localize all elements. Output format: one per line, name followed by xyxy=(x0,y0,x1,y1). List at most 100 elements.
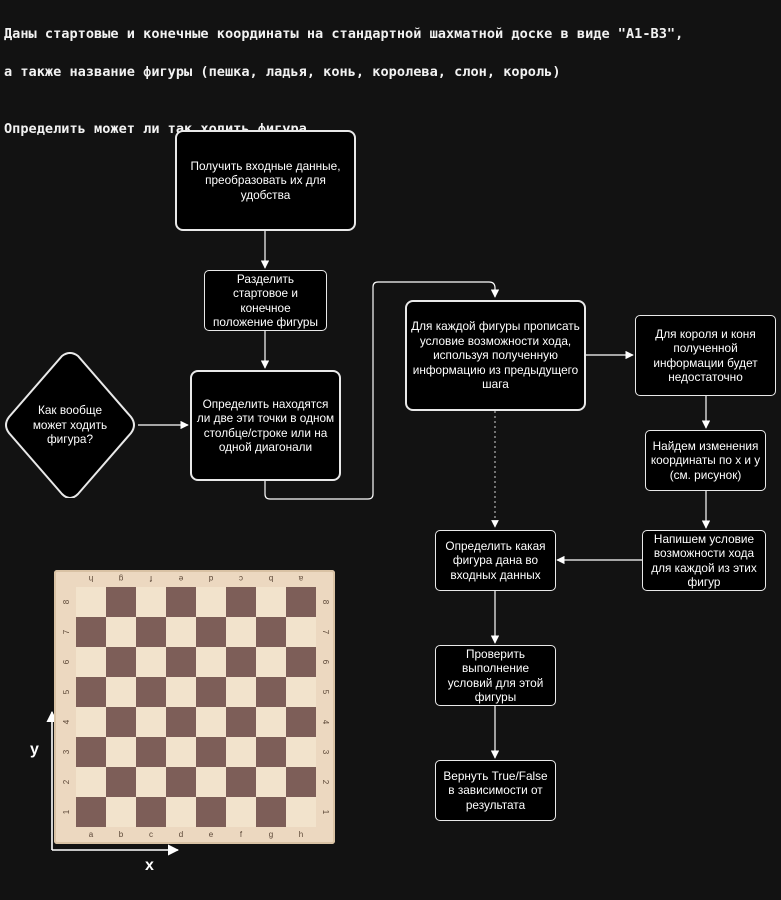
board-square-f5 xyxy=(226,677,256,707)
board-square-c8 xyxy=(136,587,166,617)
node-return-result: Вернуть True/False в зависимости от резу… xyxy=(435,760,556,821)
file-label-bottom: b xyxy=(118,830,124,839)
board-grid xyxy=(76,587,316,827)
board-square-b5 xyxy=(106,677,136,707)
board-square-c4 xyxy=(136,707,166,737)
node-write-condition-each: Напишем условие возможности хода для каж… xyxy=(642,530,766,591)
diamond-shape xyxy=(5,352,135,498)
board-square-f3 xyxy=(226,737,256,767)
file-label-bottom: g xyxy=(268,830,274,839)
board-square-f8 xyxy=(226,587,256,617)
board-square-a7 xyxy=(76,617,106,647)
x-axis-label: x xyxy=(145,857,154,874)
rank-label-right: 8 xyxy=(321,599,330,605)
board-square-a2 xyxy=(76,767,106,797)
statement-line-2: а также название фигуры (пешка, ладья, к… xyxy=(4,64,561,80)
board-square-d2 xyxy=(166,767,196,797)
board-square-e1 xyxy=(196,797,226,827)
board-square-d6 xyxy=(166,647,196,677)
board-square-g2 xyxy=(256,767,286,797)
node-how-pieces-move: Как вообще может ходить фигура? xyxy=(3,352,137,498)
task-statement: Даны стартовые и конечные координаты на … xyxy=(4,6,774,158)
node-split-positions: Разделить стартовое и конечное положение… xyxy=(204,270,327,331)
board-square-b6 xyxy=(106,647,136,677)
board-square-f2 xyxy=(226,767,256,797)
node-check-line-diagonal: Определить находятся ли две эти точки в … xyxy=(190,370,341,481)
board-square-h5 xyxy=(286,677,316,707)
board-square-c5 xyxy=(136,677,166,707)
rank-label-right: 4 xyxy=(321,719,330,725)
board-square-d8 xyxy=(166,587,196,617)
file-label-top: h xyxy=(88,574,94,583)
board-square-f4 xyxy=(226,707,256,737)
rank-label-right: 7 xyxy=(321,629,330,635)
rank-label-right: 1 xyxy=(321,809,330,815)
rank-label-left: 4 xyxy=(62,719,71,725)
rank-label-left: 5 xyxy=(62,689,71,695)
board-square-g4 xyxy=(256,707,286,737)
board-square-b3 xyxy=(106,737,136,767)
board-square-c6 xyxy=(136,647,166,677)
board-square-e6 xyxy=(196,647,226,677)
file-label-bottom: c xyxy=(149,830,153,839)
board-square-g3 xyxy=(256,737,286,767)
node-write-conditions: Для каждой фигуры прописать условие возм… xyxy=(405,300,586,411)
board-square-e3 xyxy=(196,737,226,767)
file-label-bottom: a xyxy=(88,830,94,839)
board-square-b4 xyxy=(106,707,136,737)
board-square-b1 xyxy=(106,797,136,827)
edge-check-to-conditions xyxy=(264,281,500,500)
board-square-e5 xyxy=(196,677,226,707)
rank-label-right: 3 xyxy=(321,749,330,755)
file-label-bottom: d xyxy=(178,830,184,839)
board-square-a8 xyxy=(76,587,106,617)
node-king-knight-note: Для короля и коня полученной информации … xyxy=(635,315,776,396)
file-label-top: e xyxy=(178,574,184,583)
board-square-g1 xyxy=(256,797,286,827)
rank-label-left: 3 xyxy=(62,749,71,755)
rank-label-left: 2 xyxy=(62,779,71,785)
rank-label-right: 6 xyxy=(321,659,330,665)
board-square-f6 xyxy=(226,647,256,677)
rank-label-left: 7 xyxy=(62,629,71,635)
board-square-a6 xyxy=(76,647,106,677)
board-square-c7 xyxy=(136,617,166,647)
board-square-d7 xyxy=(166,617,196,647)
file-label-top: a xyxy=(298,574,304,583)
board-square-a1 xyxy=(76,797,106,827)
rank-label-right: 2 xyxy=(321,779,330,785)
board-square-g5 xyxy=(256,677,286,707)
file-label-top: g xyxy=(118,574,124,583)
file-label-top: b xyxy=(268,574,274,583)
board-square-b8 xyxy=(106,587,136,617)
node-check-conditions: Проверить выполнение условий для этой фи… xyxy=(435,645,556,706)
rank-label-left: 1 xyxy=(62,809,71,815)
board-square-d3 xyxy=(166,737,196,767)
board-square-f7 xyxy=(226,617,256,647)
board-square-c3 xyxy=(136,737,166,767)
board-square-h7 xyxy=(286,617,316,647)
board-square-g8 xyxy=(256,587,286,617)
node-get-input: Получить входные данные, преобразовать и… xyxy=(175,130,356,231)
board-square-g7 xyxy=(256,617,286,647)
board-square-e8 xyxy=(196,587,226,617)
board-square-f1 xyxy=(226,797,256,827)
file-label-bottom: f xyxy=(239,830,243,839)
file-label-top: d xyxy=(208,574,214,583)
board-square-b7 xyxy=(106,617,136,647)
board-square-b2 xyxy=(106,767,136,797)
board-square-h3 xyxy=(286,737,316,767)
board-square-c2 xyxy=(136,767,166,797)
board-square-e4 xyxy=(196,707,226,737)
file-label-top: c xyxy=(239,574,243,583)
rank-label-right: 5 xyxy=(321,689,330,695)
board-square-a5 xyxy=(76,677,106,707)
board-square-h8 xyxy=(286,587,316,617)
node-determine-piece: Определить какая фигура дана во входных … xyxy=(435,530,556,591)
file-label-top: f xyxy=(149,574,153,583)
file-label-bottom: h xyxy=(298,830,304,839)
node-find-changes: Найдем изменения координаты по x и y (см… xyxy=(645,430,766,491)
board-square-c1 xyxy=(136,797,166,827)
